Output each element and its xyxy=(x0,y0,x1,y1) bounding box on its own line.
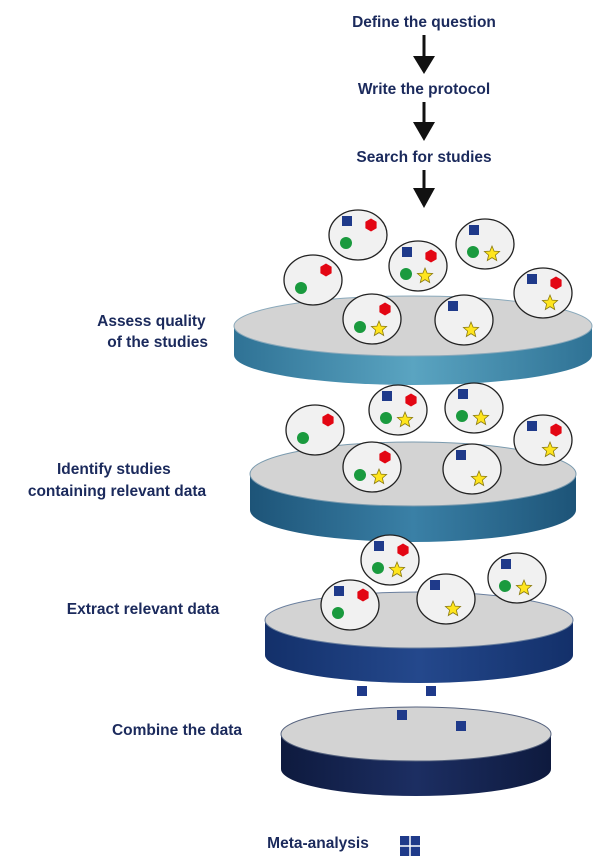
star-icon xyxy=(396,410,414,428)
study-oval xyxy=(388,240,448,292)
circle-icon xyxy=(340,237,352,249)
combined-data-squares xyxy=(357,686,466,731)
star-icon xyxy=(541,440,559,458)
study-oval xyxy=(487,552,547,604)
step-write-protocol: Write the protocol xyxy=(358,81,490,98)
stage-assess-label: Assess quality of the studies xyxy=(97,313,210,351)
study-ovals xyxy=(283,209,573,631)
circle-icon xyxy=(467,246,479,258)
hexagon-icon xyxy=(365,218,377,232)
stage-identify-label: Identify studies containing relevant dat… xyxy=(28,461,207,500)
square-icon xyxy=(342,216,352,226)
square-icon xyxy=(382,391,392,401)
stage-identify-line-1: Identify studies xyxy=(57,461,171,478)
circle-icon xyxy=(499,580,511,592)
study-oval xyxy=(416,573,476,625)
hexagon-icon xyxy=(379,450,391,464)
study-oval xyxy=(455,218,515,270)
disc-assess xyxy=(233,295,593,385)
study-oval xyxy=(360,534,420,586)
star-icon xyxy=(388,560,406,578)
arrow-down-icon xyxy=(413,102,435,141)
arrow-down-icon xyxy=(413,170,435,208)
arrow-down-icon xyxy=(413,35,435,74)
circle-icon xyxy=(354,321,366,333)
study-oval xyxy=(513,267,573,319)
study-oval xyxy=(283,254,343,306)
data-square xyxy=(426,686,436,696)
study-oval xyxy=(285,404,345,456)
circle-icon xyxy=(297,432,309,444)
hexagon-icon xyxy=(550,423,562,437)
hexagon-icon xyxy=(550,276,562,290)
star-icon xyxy=(515,578,533,596)
meta-analysis-label: Meta-analysis xyxy=(267,835,369,852)
study-oval xyxy=(444,382,504,434)
hexagon-icon xyxy=(379,302,391,316)
study-oval xyxy=(342,293,402,345)
star-icon xyxy=(370,319,388,337)
star-icon xyxy=(483,244,501,262)
square-icon xyxy=(402,247,412,257)
data-square xyxy=(397,710,407,720)
study-oval xyxy=(368,384,428,436)
square-icon xyxy=(448,301,458,311)
star-icon xyxy=(370,467,388,485)
stage-assess-line-2: of the studies xyxy=(107,334,208,351)
star-icon xyxy=(472,408,490,426)
square-icon xyxy=(374,541,384,551)
stage-combine-label: Combine the data xyxy=(112,722,242,739)
data-square xyxy=(357,686,367,696)
step-define-question: Define the question xyxy=(352,14,496,31)
data-square xyxy=(456,721,466,731)
study-oval xyxy=(513,414,573,466)
square-icon xyxy=(527,274,537,284)
stage-assess-line-1: Assess quality xyxy=(97,313,206,330)
star-icon xyxy=(416,266,434,284)
stage-identify-line-2: containing relevant data xyxy=(28,483,207,500)
hexagon-icon xyxy=(320,263,332,277)
study-oval xyxy=(434,294,494,346)
square-icon xyxy=(469,225,479,235)
star-icon xyxy=(470,469,488,487)
square-icon xyxy=(334,586,344,596)
star-icon xyxy=(462,320,480,338)
study-oval xyxy=(320,579,380,631)
study-oval xyxy=(342,441,402,493)
hexagon-icon xyxy=(322,413,334,427)
hexagon-icon xyxy=(397,543,409,557)
square-icon xyxy=(458,389,468,399)
square-icon xyxy=(456,450,466,460)
circle-icon xyxy=(372,562,384,574)
hexagon-icon xyxy=(425,249,437,263)
study-oval xyxy=(328,209,388,261)
circle-icon xyxy=(456,410,468,422)
circle-icon xyxy=(332,607,344,619)
circle-icon xyxy=(380,412,392,424)
disc-combine xyxy=(280,706,552,796)
study-oval xyxy=(442,443,502,495)
circle-icon xyxy=(400,268,412,280)
meta-analysis-grid-icon xyxy=(400,836,420,856)
circle-icon xyxy=(354,469,366,481)
step-search-studies: Search for studies xyxy=(356,149,491,166)
star-icon xyxy=(541,293,559,311)
circle-icon xyxy=(295,282,307,294)
stage-extract-label: Extract relevant data xyxy=(67,601,220,618)
hexagon-icon xyxy=(357,588,369,602)
square-icon xyxy=(430,580,440,590)
square-icon xyxy=(501,559,511,569)
star-icon xyxy=(444,599,462,617)
square-icon xyxy=(527,421,537,431)
hexagon-icon xyxy=(405,393,417,407)
